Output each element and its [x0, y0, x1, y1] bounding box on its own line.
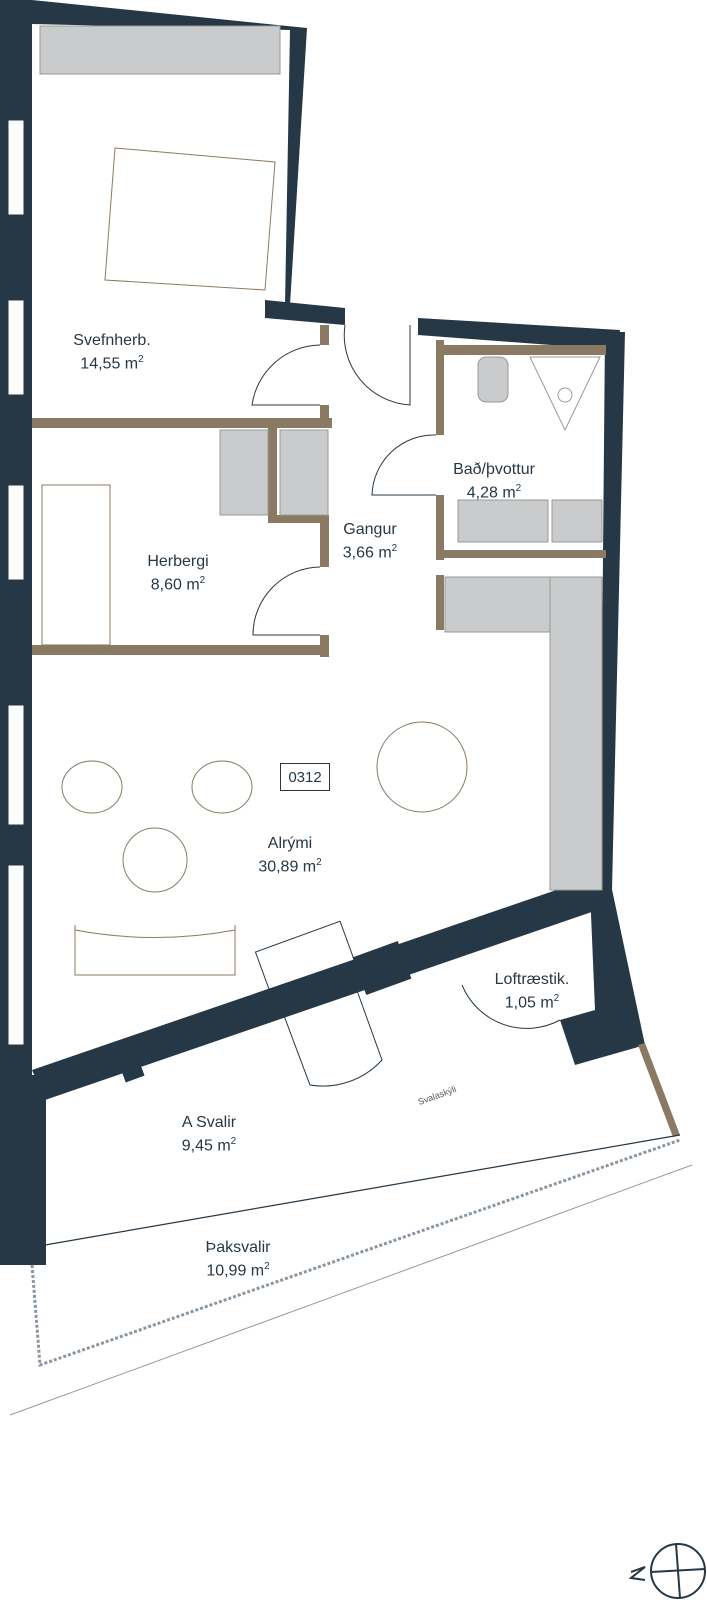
room-name: Gangur [343, 521, 397, 538]
room-area: 3,66 m [342, 544, 392, 562]
room-name: Þaksvalir [205, 1239, 271, 1256]
balcony-edges [9, 1134, 693, 1416]
room-label-gangur: Gangur 3,66 m2 [343, 520, 397, 562]
room-name: Bað/þvottur [453, 461, 535, 478]
area-unit: 2 [138, 354, 144, 365]
area-unit: 2 [264, 1261, 270, 1272]
area-unit: 2 [515, 483, 522, 494]
room-name: Loftræstik. [494, 971, 570, 988]
door-swings [251, 324, 561, 1087]
room-name: Alrými [267, 835, 313, 852]
room-label-loftraestik: Loftræstik. 1,05 m2 [495, 970, 570, 1012]
area-unit: 2 [316, 857, 322, 868]
furniture [39, 25, 603, 1005]
area-unit: 2 [553, 993, 560, 1004]
room-area: 4,28 m [466, 484, 516, 502]
room-name: Herbergi [147, 553, 209, 570]
north-arrow-icon [628, 1543, 706, 1599]
interior-walls [32, 325, 680, 1137]
room-label-thaksvalir: Þaksvalir 10,99 m2 [206, 1238, 271, 1280]
area-unit: 2 [391, 543, 398, 554]
room-area: 9,45 m [181, 1137, 231, 1155]
room-name: A Svalir [181, 1114, 237, 1131]
room-label-a-svalir: A Svalir 9,45 m2 [182, 1113, 236, 1155]
unit-number-box: 0312 [280, 763, 330, 791]
room-label-bad: Bað/þvottur 4,28 m2 [453, 460, 535, 502]
windows [7, 119, 25, 1046]
area-unit: 2 [230, 1136, 237, 1147]
room-area: 8,60 m [150, 576, 200, 594]
room-area: 14,55 m [80, 355, 139, 373]
room-name: Svefnherb. [73, 332, 151, 349]
room-label-herbergi: Herbergi 8,60 m2 [147, 552, 208, 594]
room-label-svefnherb: Svefnherb. 14,55 m2 [73, 331, 150, 373]
area-unit: 2 [199, 575, 206, 586]
room-area: 30,89 m [258, 858, 317, 876]
room-label-alrymi: Alrými 30,89 m2 [258, 834, 321, 876]
room-area: 1,05 m [504, 994, 554, 1012]
room-area: 10,99 m [206, 1262, 265, 1280]
